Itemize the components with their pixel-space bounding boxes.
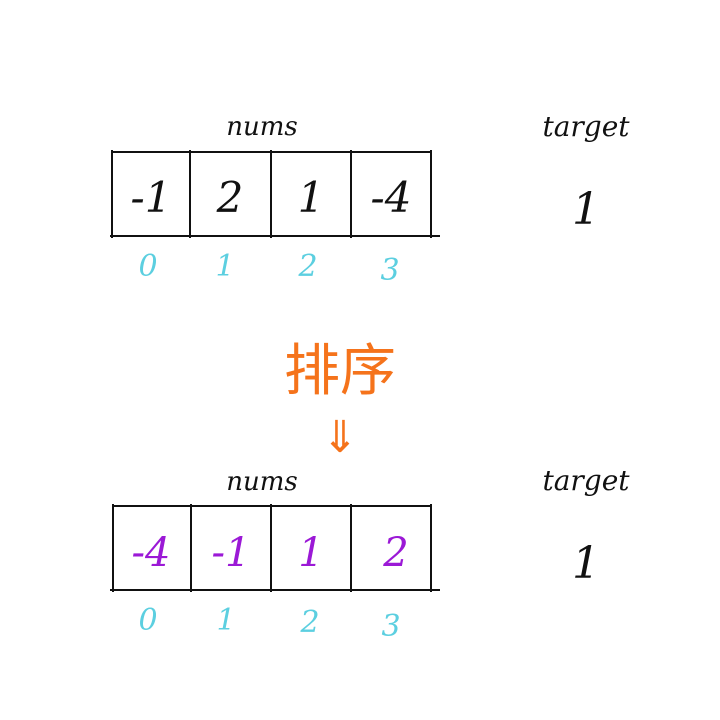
- array-index-after: 1: [216, 603, 235, 638]
- down-arrow-icon: ⇓: [322, 412, 359, 463]
- array-value-before: -4: [371, 173, 412, 222]
- array-value-after: 1: [298, 530, 323, 576]
- array-box-after: [110, 504, 440, 592]
- array-before: nums -1 2 1 -4 0 1 2 3: [110, 112, 440, 288]
- sort-transition: 排序 ⇓: [284, 339, 396, 463]
- array-index-before: 2: [297, 249, 317, 284]
- array-index-before: 1: [215, 249, 234, 284]
- target-value-after: 1: [572, 538, 600, 589]
- array-value-after: -4: [132, 530, 171, 576]
- target-value-before: 1: [572, 184, 600, 235]
- array-label-before: nums: [226, 112, 298, 142]
- array-value-before: 2: [216, 173, 244, 222]
- array-index-after: 2: [299, 605, 319, 640]
- array-value-before: 1: [298, 173, 325, 222]
- array-value-after: -1: [212, 530, 251, 576]
- sort-label: 排序: [284, 339, 396, 404]
- target-after: target 1: [542, 464, 630, 589]
- array-label-after: nums: [226, 467, 298, 497]
- target-label-before: target: [542, 110, 630, 143]
- array-index-after: 3: [381, 609, 400, 644]
- array-index-before: 3: [380, 253, 399, 288]
- target-before: target 1: [542, 110, 630, 235]
- array-index-after: 0: [138, 603, 157, 638]
- array-box-before: [110, 150, 440, 238]
- array-after: nums -4 -1 1 2 0 1 2 3: [110, 467, 440, 644]
- array-index-before: 0: [138, 249, 157, 284]
- array-value-before: -1: [131, 173, 172, 222]
- target-label-after: target: [542, 464, 630, 497]
- array-value-after: 2: [382, 530, 408, 576]
